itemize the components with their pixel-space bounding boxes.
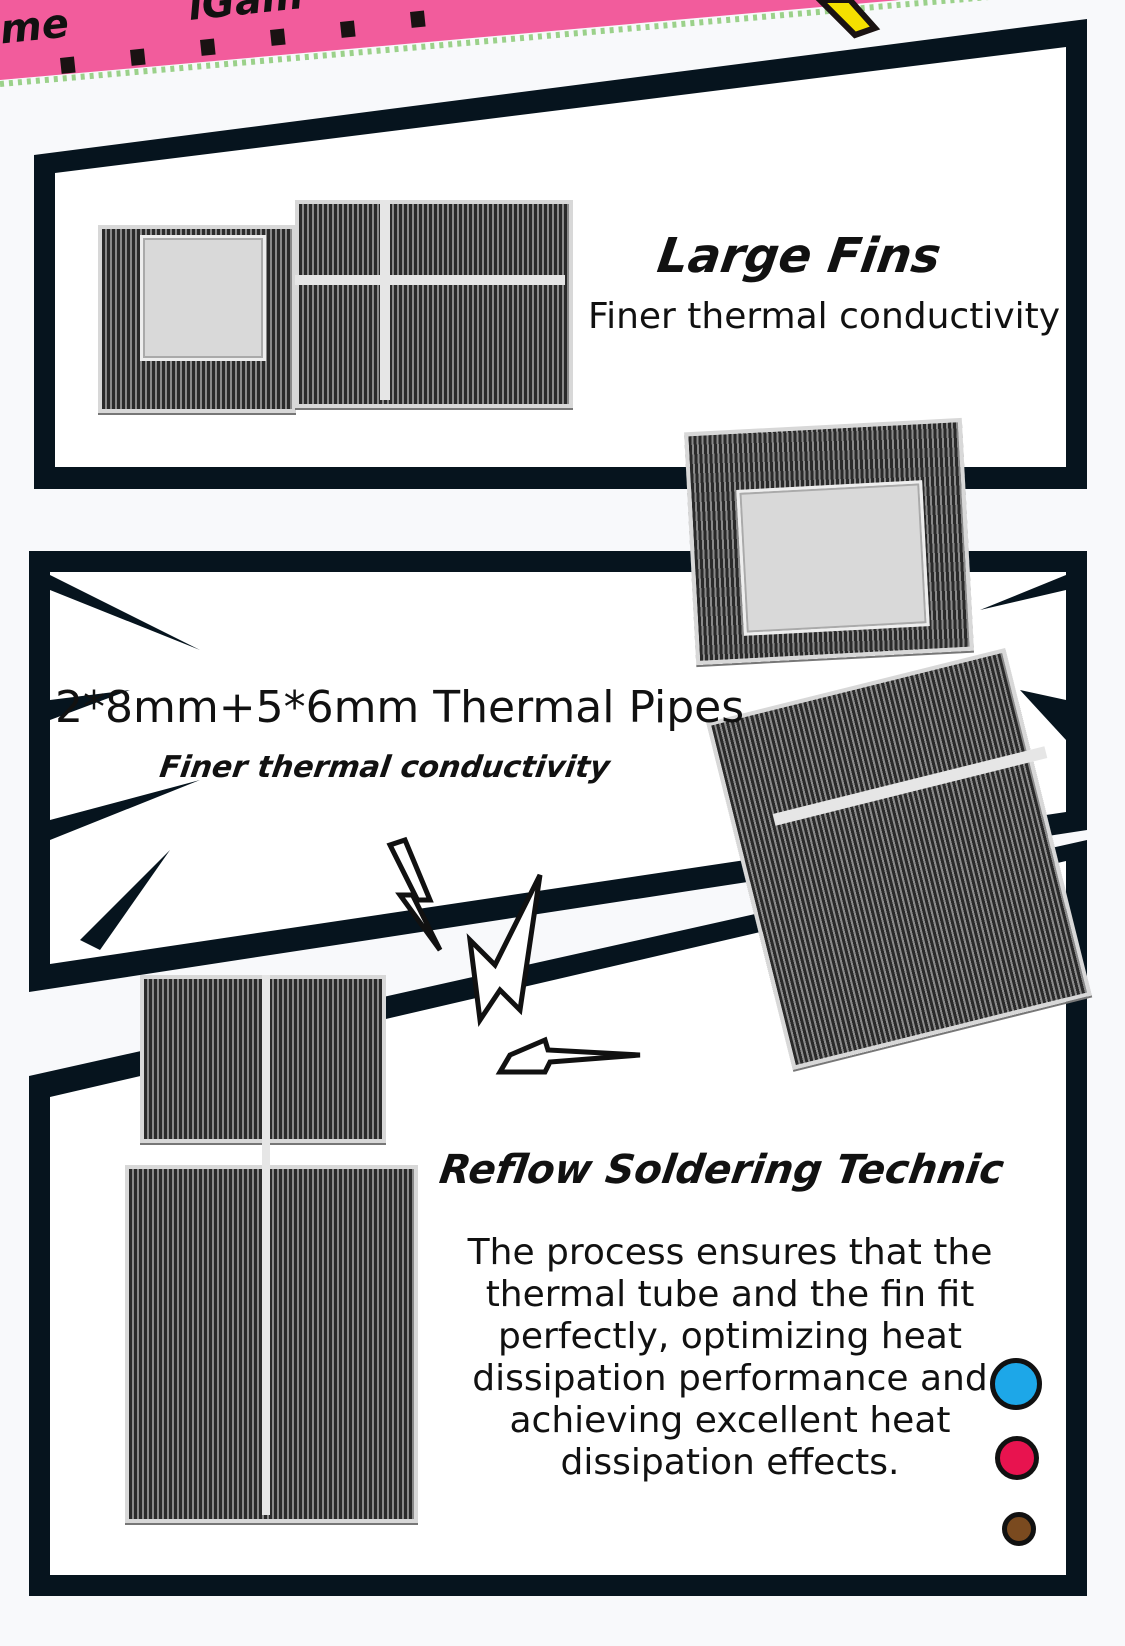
yellow-shape [815,0,881,39]
body-line: dissipation effects. [560,1442,900,1483]
section1-title: Large Fins [654,228,945,284]
pink-banner [0,0,900,80]
blue-dot-icon [990,1358,1042,1410]
body-line: thermal tube and the fin fit [485,1274,975,1315]
body-line: achieving excellent heat [509,1400,951,1441]
banner-dashes [59,10,426,74]
body-line: dissipation performance and [472,1358,988,1399]
brown-dot-icon [1002,1512,1036,1546]
section1-subtitle: Finer thermal conductivity [588,296,1061,337]
pink-dot-icon [995,1436,1039,1480]
section3-title: Reflow Soldering Technic [436,1147,1007,1193]
body-line: perfectly, optimizing heat [498,1316,962,1357]
body-line: The process ensures that the [467,1232,993,1273]
section3-body: The process ensures that the thermal tub… [450,1232,1010,1484]
section2-title: 2*8mm+5*6mm Thermal Pipes [55,682,745,733]
speed-lines [50,575,1066,950]
section2-subtitle: Finer thermal conductivity [157,750,612,785]
lightning-icons [386,836,641,1075]
banner-text-left: me [0,0,72,54]
